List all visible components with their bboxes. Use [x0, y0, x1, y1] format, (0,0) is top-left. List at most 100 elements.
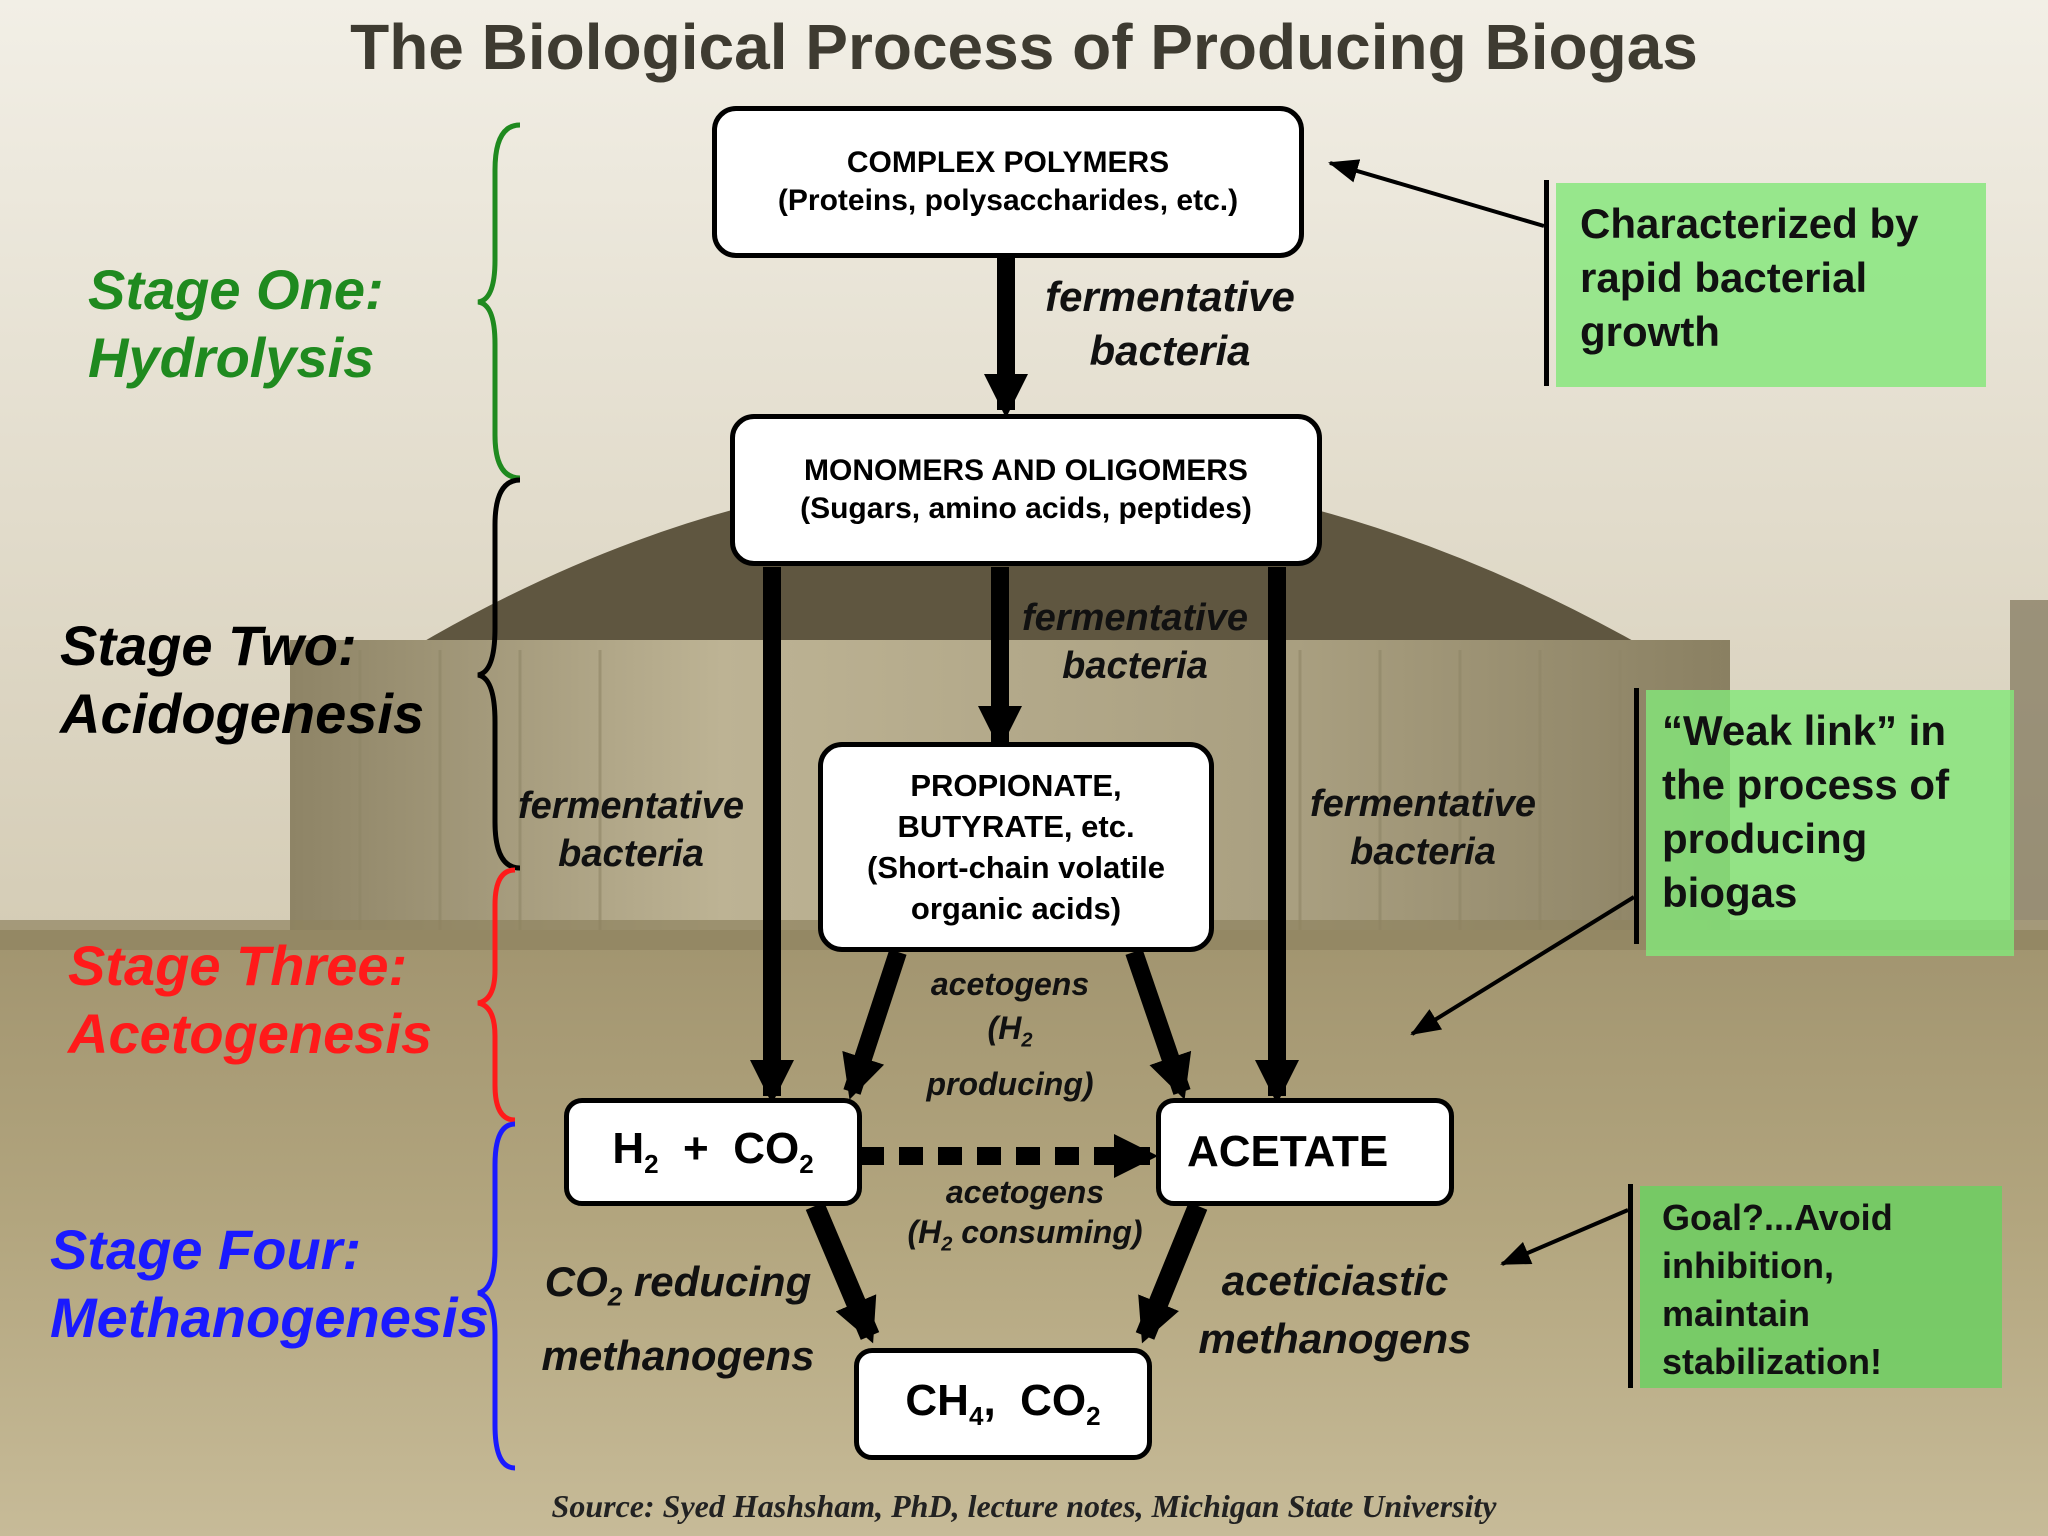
page-title: The Biological Process of Producing Biog…	[350, 11, 1698, 83]
label-fermentative-center: fermentative bacteria	[1010, 594, 1260, 690]
arrow-acetate-to-ch4	[1135, 1202, 1208, 1344]
note-weak-line3: producing	[1662, 815, 1868, 862]
acetogens-c-line2: (H2 consuming)	[880, 1212, 1170, 1264]
propionate-line3: (Short-chain volatile	[867, 850, 1165, 885]
stage-three-line1: Stage Three:	[68, 934, 408, 997]
ch4-co2-formula: CH4, CO2	[905, 1376, 1100, 1432]
stage-one-label: Stage One: Hydrolysis	[88, 256, 384, 392]
arrow-propionate-to-h2co2	[842, 949, 907, 1100]
pointer-rapid-growth	[1328, 159, 1545, 228]
acetogens-p-line2: (H2	[900, 1006, 1120, 1062]
ferm-right-line2: bacteria	[1350, 831, 1496, 873]
acetogens-c-rest: consuming)	[952, 1214, 1143, 1250]
stage-three-line2: Acetogenesis	[68, 1002, 433, 1065]
box-acetate: ACETATE	[1156, 1098, 1454, 1206]
co2-reducing-co: CO	[544, 1258, 608, 1305]
ferm-center-line2: bacteria	[1062, 645, 1208, 687]
box-monomers: MONOMERS AND OLIGOMERS (Sugars, amino ac…	[730, 414, 1322, 566]
aceticlastic-line2: methanogens	[1198, 1315, 1472, 1362]
ferm1-line2: bacteria	[1089, 327, 1251, 374]
acetogens-p-sub: 2	[1021, 1029, 1033, 1052]
note-rapid-line2: rapid bacterial	[1580, 254, 1868, 301]
note-goal-line2: inhibition,	[1662, 1245, 1834, 1286]
note-rapid-bar	[1544, 180, 1549, 386]
note-goal-line4: stabilization!	[1662, 1341, 1883, 1382]
stage-three-label: Stage Three: Acetogenesis	[68, 932, 432, 1068]
co2-symbol: CO	[733, 1124, 800, 1174]
stage-two-label: Stage Two: Acidogenesis	[60, 612, 424, 748]
ferm1-line1: fermentative	[1045, 273, 1295, 320]
co2-reducing-sub: 2	[607, 1281, 623, 1312]
propionate-line2: BUTYRATE, etc.	[897, 809, 1135, 844]
pointer-weak-link	[1410, 895, 1636, 1036]
box-ch4-co2: CH4, CO2	[854, 1348, 1152, 1460]
acetogens-p-h: (H	[987, 1010, 1022, 1046]
acetogens-c-line1: acetogens	[945, 1174, 1105, 1210]
box-h2-co2: H2 + CO2	[564, 1098, 862, 1206]
stage-one-line1: Stage One:	[88, 258, 384, 321]
pointer-goal	[1500, 1208, 1629, 1266]
note-goal-line3: maintain	[1662, 1293, 1811, 1334]
stage-two-line2: Acidogenesis	[60, 682, 425, 745]
label-aceticlastic-methanogens: aceticiastic methanogens	[1180, 1252, 1490, 1368]
note-goal: Goal?...Avoid inhibition, maintain stabi…	[1640, 1186, 2002, 1388]
complex-polymers-subtitle: (Proteins, polysaccharides, etc.)	[777, 184, 1239, 217]
brace-stage-two	[477, 477, 521, 871]
note-weak-line2: the process of	[1662, 761, 1950, 808]
co2-reducing-rest: reducing	[622, 1258, 812, 1305]
note-weak-line1: “Weak link” in	[1662, 707, 1946, 754]
ferm-left-line2: bacteria	[558, 833, 704, 875]
stage-four-line2: Methanogenesis	[50, 1286, 489, 1349]
brace-stage-four	[477, 1121, 516, 1471]
source-citation: Source: Syed Hashsham, PhD, lecture note…	[551, 1488, 1497, 1524]
aceticlastic-line1: aceticiastic	[1221, 1257, 1449, 1304]
co2-reducing-line2: methanogens	[541, 1332, 815, 1380]
complex-polymers-title: COMPLEX POLYMERS	[846, 146, 1170, 179]
note-goal-bar	[1628, 1184, 1633, 1388]
h2-symbol: H	[612, 1124, 645, 1174]
label-fermentative-left: fermentative bacteria	[506, 782, 756, 878]
co2-product-subscript: 2	[1086, 1400, 1101, 1431]
box-complex-polymers: COMPLEX POLYMERS (Proteins, polysacchari…	[712, 106, 1304, 258]
stage-four-label: Stage Four: Methanogenesis	[50, 1216, 489, 1352]
ferm-center-line1: fermentative	[1022, 597, 1248, 639]
note-rapid-line3: growth	[1580, 308, 1720, 355]
note-rapid-line1: Characterized by	[1580, 200, 1919, 247]
monomers-subtitle: (Sugars, amino acids, peptides)	[800, 492, 1252, 525]
note-weak-link: “Weak link” in the process of producing …	[1646, 690, 2014, 956]
label-fermentative-right: fermentative bacteria	[1298, 780, 1548, 876]
co2-reducing-line1: CO2 reducing	[520, 1252, 836, 1326]
monomers-title: MONOMERS AND OLIGOMERS	[804, 454, 1248, 487]
acetogens-p-line3: producing)	[926, 1066, 1094, 1103]
arrow-h2co2-to-ch4	[805, 1202, 880, 1344]
stage-four-line1: Stage Four:	[50, 1218, 362, 1281]
label-acetogens-h2-consuming: acetogens (H2 consuming)	[880, 1172, 1170, 1264]
acetate-label: ACETATE	[1187, 1127, 1389, 1176]
co2-product-symbol: CO	[1020, 1376, 1087, 1426]
note-rapid-growth: Characterized by rapid bacterial growth	[1556, 183, 1986, 387]
co2-subscript: 2	[799, 1148, 814, 1179]
comma-separator: ,	[983, 1376, 996, 1426]
acetogens-c-sub: 2	[941, 1233, 953, 1256]
label-fermentative-hydrolysis: fermentative bacteria	[1030, 270, 1310, 378]
acetogens-p-line1: acetogens	[930, 966, 1090, 1002]
ch4-subscript: 4	[968, 1400, 984, 1431]
plus-sign: +	[683, 1124, 709, 1174]
label-co2-reducing-methanogens: CO2 reducing methanogens	[520, 1252, 836, 1386]
brace-stage-one	[477, 122, 521, 481]
propionate-line1: PROPIONATE,	[910, 768, 1122, 803]
note-weak-line4: biogas	[1662, 869, 1798, 916]
stage-one-line2: Hydrolysis	[88, 326, 375, 389]
note-goal-line1: Goal?...Avoid	[1662, 1197, 1893, 1238]
h2-subscript: 2	[644, 1148, 659, 1179]
acetogens-c-h: (H	[907, 1214, 942, 1250]
stage-two-line1: Stage Two:	[60, 614, 357, 677]
ch4-symbol: CH	[905, 1376, 969, 1426]
ferm-right-line1: fermentative	[1310, 783, 1536, 825]
h2-co2-formula: H2 + CO2	[612, 1124, 813, 1180]
box-propionate: PROPIONATE, BUTYRATE, etc. (Short-chain …	[818, 742, 1214, 952]
brace-stage-three	[477, 867, 516, 1123]
propionate-line4: organic acids)	[910, 891, 1122, 926]
label-acetogens-h2-producing: acetogens (H2 producing)	[900, 962, 1120, 1106]
